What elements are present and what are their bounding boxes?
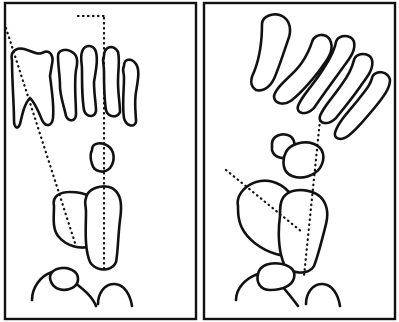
left-panel (5, 3, 196, 319)
right-small-bone-2 (284, 142, 324, 177)
left-bottom-oval (50, 268, 78, 290)
left-sesamoid (91, 143, 114, 171)
left-bone-1 (12, 49, 54, 128)
left-bone-5 (123, 60, 138, 126)
right-bottom-block (258, 263, 295, 290)
left-bottom-bone-2 (98, 284, 132, 306)
right-panel (204, 3, 395, 319)
left-bone-2 (58, 50, 77, 120)
left-bone-3 (81, 46, 97, 116)
right-tarsal-b (279, 190, 327, 273)
right-bottom-bone-2 (306, 284, 340, 306)
left-bone-4 (103, 47, 120, 116)
right-bone-1 (251, 14, 290, 90)
